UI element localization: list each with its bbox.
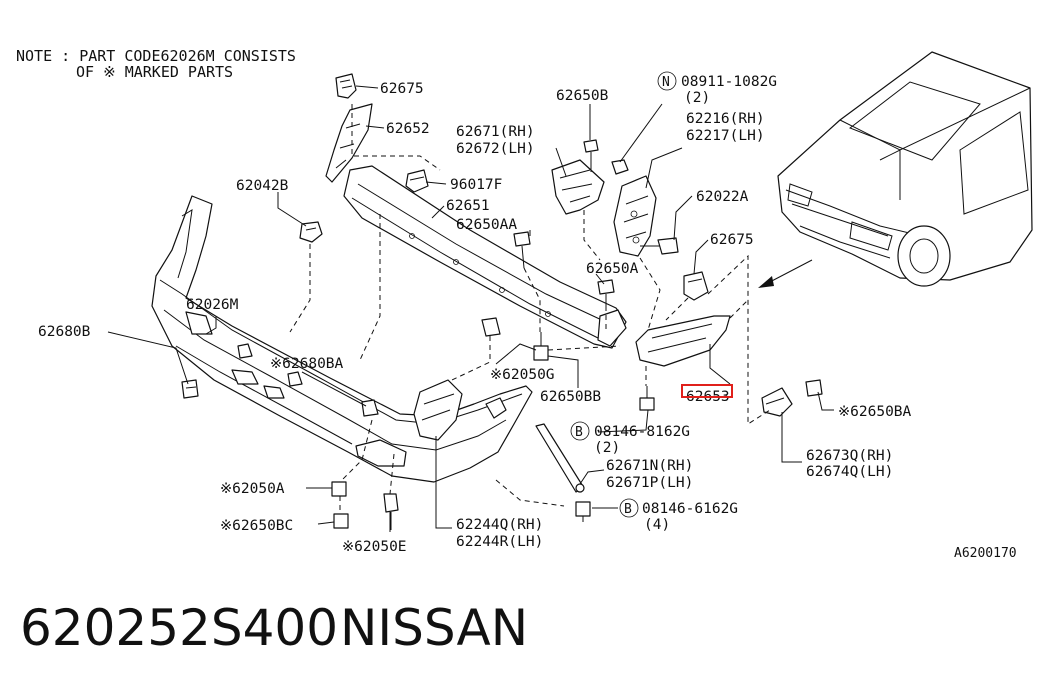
brand-name: NISSAN bbox=[340, 599, 529, 657]
label-62651: 62651 bbox=[446, 198, 490, 214]
circle-symbol-n-label: N bbox=[662, 75, 670, 90]
label-08146-8162G: 08146-8162G bbox=[594, 424, 690, 440]
circle-symbol-b-1-label: B bbox=[575, 425, 583, 440]
bracket-62673Q bbox=[761, 387, 793, 417]
bolt-62650AA bbox=[513, 231, 531, 269]
leader-lines bbox=[107, 85, 834, 532]
diagram-reference: A6200170 bbox=[954, 546, 1017, 561]
clip-62050G-retainer bbox=[481, 317, 501, 337]
reinforcement-62651 bbox=[343, 165, 627, 349]
label-62217-lh: 62217(LH) bbox=[686, 128, 765, 144]
clip-62675-right bbox=[683, 271, 709, 301]
bolt-62050G bbox=[533, 332, 549, 361]
bolt-62650A bbox=[597, 279, 615, 306]
label-62652: 62652 bbox=[386, 121, 430, 137]
label-62680B: 62680B bbox=[38, 324, 91, 340]
clip-62675-top bbox=[335, 73, 357, 99]
label-62650B: 62650B bbox=[556, 88, 609, 104]
label-62650BA: ※62650BA bbox=[838, 404, 912, 420]
label-08911-qty: (2) bbox=[684, 90, 710, 106]
assembly-lines bbox=[289, 104, 771, 514]
label-62050G: ※62050G bbox=[490, 367, 555, 383]
nut-08911 bbox=[611, 159, 629, 175]
label-62050E: ※62050E bbox=[342, 539, 407, 555]
label-08146-8162G-qty: (2) bbox=[594, 440, 620, 456]
clip-62680B bbox=[181, 379, 199, 399]
bolt-08146-6162G bbox=[575, 501, 591, 522]
bracket-62244Q bbox=[413, 379, 507, 441]
circle-symbol-b-2-label: B bbox=[624, 502, 632, 517]
label-62216-rh: 62216(RH) bbox=[686, 111, 765, 127]
label-62022A: 62022A bbox=[696, 189, 749, 205]
label-08146-6162G: 08146-6162G bbox=[642, 501, 738, 517]
label-62675-top: 62675 bbox=[380, 81, 424, 97]
clip-96017F bbox=[405, 169, 429, 193]
part-number: 620252S400 bbox=[20, 599, 339, 657]
direction-arrow bbox=[758, 259, 813, 288]
label-62673Q-rh: 62673Q(RH) bbox=[806, 448, 893, 464]
circle-symbol-b-1 bbox=[570, 421, 590, 441]
clip-62042B bbox=[299, 221, 323, 243]
label-62675-right: 62675 bbox=[710, 232, 754, 248]
label-62671N-rh: 62671N(RH) bbox=[606, 458, 693, 474]
bolt-62650BB bbox=[639, 386, 655, 411]
label-62026M: 62026M bbox=[186, 297, 239, 313]
label-62244Q-rh: 62244Q(RH) bbox=[456, 517, 543, 533]
label-08911-1082G: 08911-1082G bbox=[681, 74, 777, 90]
circle-symbol-b-2 bbox=[619, 498, 639, 518]
label-08146-6162G-qty: (4) bbox=[644, 517, 670, 533]
circle-symbol-n bbox=[657, 71, 677, 91]
bracket-62671 bbox=[551, 139, 605, 215]
rod-62671N bbox=[535, 423, 585, 493]
label-62042B: 62042B bbox=[236, 178, 289, 194]
label-62650A: 62650A bbox=[586, 261, 639, 277]
label-62650BC: ※62650BC bbox=[220, 518, 293, 534]
label-62671P-lh: 62671P(LH) bbox=[606, 475, 693, 491]
bolt-62022A bbox=[640, 237, 679, 255]
label-62650AA: 62650AA bbox=[456, 217, 517, 233]
label-62674Q-lh: 62674Q(LH) bbox=[806, 464, 893, 480]
highlight-62653 bbox=[681, 384, 733, 398]
label-62244R-lh: 62244R(LH) bbox=[456, 534, 543, 550]
bolt-62050A bbox=[331, 481, 347, 497]
bolt-62650BA bbox=[805, 379, 823, 397]
note-line-1: NOTE : PART CODE62026M CONSISTS bbox=[16, 47, 296, 65]
label-62050A: ※62050A bbox=[220, 481, 285, 497]
bracket-62216 bbox=[613, 175, 657, 257]
label-62680BA: ※62680BA bbox=[270, 356, 344, 372]
bolt-62050E bbox=[383, 493, 399, 530]
label-62650BB: 62650BB bbox=[540, 389, 601, 405]
label-96017F: 96017F bbox=[450, 177, 502, 193]
bolt-62650BC bbox=[333, 513, 349, 529]
vehicle-sketch bbox=[777, 51, 1033, 287]
note-line-2: OF ※ MARKED PARTS bbox=[76, 63, 233, 81]
label-62671-rh: 62671(RH) bbox=[456, 124, 535, 140]
label-62672-lh: 62672(LH) bbox=[456, 141, 535, 157]
